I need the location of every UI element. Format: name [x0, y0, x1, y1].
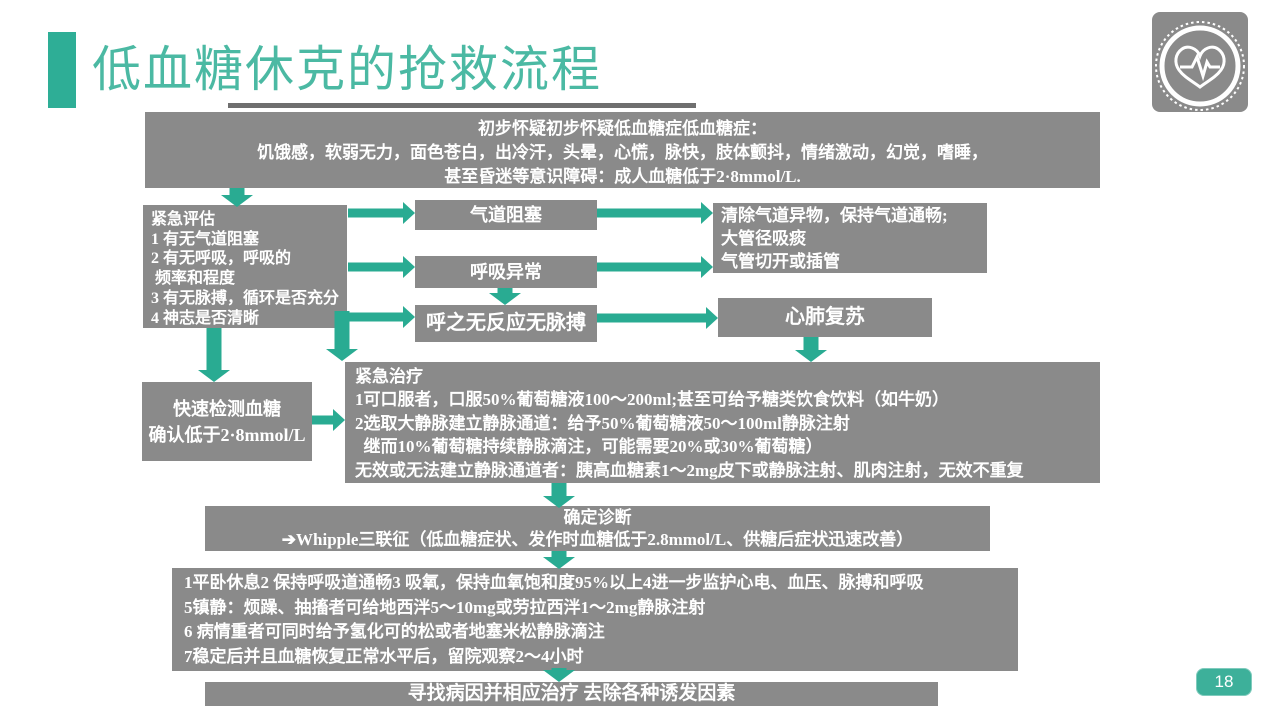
heart-pulse-icon: [1155, 21, 1245, 111]
text-line: 4 神志是否清晰: [151, 309, 260, 327]
emergency-treatment-box: 紧急治疗 1可口服者，口服50%葡萄糖液100～200ml;甚至可给予糖类饮食饮…: [345, 362, 1100, 483]
text-line: 甚至昏迷等意识障碍：成人血糖低于2·8mmol/L.: [444, 167, 801, 186]
title-accent-bar: [48, 32, 76, 108]
text-line: 确定诊断: [563, 508, 632, 527]
text-line: 继而10%葡萄糖持续静脉滴注，可能需要20%或30%葡萄糖）: [355, 437, 823, 457]
suspect-box: 初步怀疑初步怀疑低血糖症低血糖症： 饥饿感，软弱无力，面色苍白，出冷汗，头晕，心…: [145, 112, 1100, 188]
text-line: 初步怀疑初步怀疑低血糖症低血糖症：: [478, 119, 767, 138]
supportive-care-box: 1平卧休息2 保持呼吸道通畅3 吸氧，保持血氧饱和度95%以上4进一步监护心电、…: [172, 568, 1018, 671]
arrow-head: [701, 256, 713, 278]
text-line: 大管径吸痰: [721, 229, 806, 248]
arrow-shaft: [551, 483, 567, 496]
arrow-branch-to-treatment: [326, 311, 358, 361]
assessment-box: 紧急评估 1 有无气道阻塞 2 有无呼吸，呼吸的 频率和程度 3 有无脉搏，循环…: [143, 205, 347, 328]
text-line: 紧急治疗: [355, 367, 423, 386]
text-line: 2 有无呼吸，呼吸的: [151, 250, 292, 268]
arrow-assessment-to-no-response: [348, 306, 415, 328]
arrow-head: [795, 350, 827, 362]
arrow-head: [403, 256, 415, 278]
arrow-shaft: [803, 337, 819, 350]
text-line: 6 病情重者可同时给予氢化可的松或者地塞米松静脉滴注: [184, 622, 605, 641]
text-line: 气管切开或插管: [721, 252, 840, 271]
diagnosis-box: 确定诊断 ➔Whipple三联征（低血糖症状、发作时血糖低于2.8mmol/L、…: [205, 506, 990, 551]
text-line: 无效或无法建立静脉通道者：胰高血糖素1～2mg皮下或静脉注射、肌肉注射，无效不重…: [355, 460, 1024, 480]
airway-management-box: 清除气道异物，保持气道通畅; 大管径吸痰 气管切开或插管: [713, 203, 987, 273]
text-line: 1可口服者，口服50%葡萄糖液100～200ml;甚至可给予糖类饮食饮料（如牛奶…: [355, 390, 950, 410]
arrow-head: [403, 306, 415, 328]
logo: [1152, 12, 1248, 112]
text-line: 确认低于2·8mmol/L: [148, 425, 306, 445]
arrow-airway-to-management: [597, 202, 713, 224]
text-line: 饥饿感，软弱无力，面色苍白，出冷汗，头晕，心慌，脉快，肢体颤抖，情绪激动，幻觉，…: [257, 143, 988, 162]
arrow-breathing-to-no-response: [489, 288, 521, 305]
arrow-shaft: [597, 208, 701, 218]
text-line: 1 有无气道阻塞: [151, 230, 260, 248]
text-line: ➔Whipple三联征（低血糖症状、发作时血糖低于2.8mmol/L、供糖后症状…: [281, 530, 914, 549]
arrow-head: [543, 557, 575, 569]
arrow-head: [403, 202, 415, 224]
cpr-box: 心肺复苏: [718, 298, 932, 337]
arrow-breathing-to-management: [597, 256, 713, 278]
arrow-head: [489, 293, 521, 305]
breathing-abnormal-box: 呼吸异常: [415, 256, 597, 288]
arrow-head: [543, 496, 575, 508]
arrow-head: [221, 195, 253, 207]
arrow-assessment-to-airway: [348, 202, 415, 224]
arrow-treatment-to-diagnosis: [542, 483, 576, 508]
arrow-shaft: [348, 208, 403, 218]
arrow-head: [706, 307, 718, 329]
arrow-head: [701, 202, 713, 224]
text-line: 频率和程度: [151, 270, 236, 288]
arrow-head: [543, 670, 575, 682]
arrow-shaft: [551, 668, 567, 670]
arrow-assessment-to-glucose: [194, 328, 234, 382]
arrow-shaft: [206, 328, 222, 370]
arrow-assessment-to-breathing: [348, 256, 415, 278]
arrow-no-response-to-cpr: [597, 307, 718, 329]
text-line: 3 有无脉搏，循环是否充分: [151, 289, 340, 307]
arrow-care-to-etiology: [540, 668, 578, 682]
text-line: 5镇静：烦躁、抽搐者可给地西泮5～10mg或劳拉西泮1～2mg静脉注射: [184, 597, 706, 617]
arrow-head: [326, 349, 358, 361]
text-line: 清除气道异物，保持气道通畅;: [721, 206, 948, 225]
page-number-badge: 18: [1196, 668, 1252, 696]
arrow-shaft: [551, 551, 567, 557]
arrow-glucose-to-treatment: [312, 409, 345, 431]
arrow-shaft: [597, 262, 701, 272]
text-line: 2选取大静脉建立静脉通道：给予50%葡萄糖液50～100ml静脉注射: [355, 413, 850, 433]
arrow-diagnosis-to-care: [542, 551, 576, 569]
airway-obstruction-box: 气道阻塞: [415, 200, 597, 230]
text-line: 紧急评估: [151, 211, 216, 228]
etiology-box: 寻找病因并相应治疗 去除各种诱发因素: [205, 682, 938, 706]
no-response-box: 呼之无反应无脉搏: [415, 305, 597, 342]
arrow-head: [198, 370, 230, 382]
arrow-shaft: [348, 312, 403, 322]
arrow-shaft: [348, 262, 403, 272]
page-title: 低血糖休克的抢救流程: [92, 43, 603, 97]
arrow-head: [333, 409, 345, 431]
arrow-suspect-to-assessment: [220, 188, 254, 207]
arrow-shaft: [312, 415, 333, 425]
arrow-shaft: [497, 288, 513, 293]
glucose-check-box: 快速检测血糖 确认低于2·8mmol/L: [142, 382, 312, 461]
title-underline: [228, 103, 696, 108]
text-line: 快速检测血糖: [173, 399, 281, 419]
arrow-shaft: [229, 188, 245, 195]
arrow-cpr-to-treatment: [795, 337, 827, 362]
arrow-shaft: [334, 311, 350, 349]
text-line: 1平卧休息2 保持呼吸道通畅3 吸氧，保持血氧饱和度95%以上4进一步监护心电、…: [184, 573, 924, 592]
arrow-shaft: [597, 313, 706, 323]
text-line: 7稳定后并且血糖恢复正常水平后，留院观察2～4小时: [184, 646, 584, 666]
